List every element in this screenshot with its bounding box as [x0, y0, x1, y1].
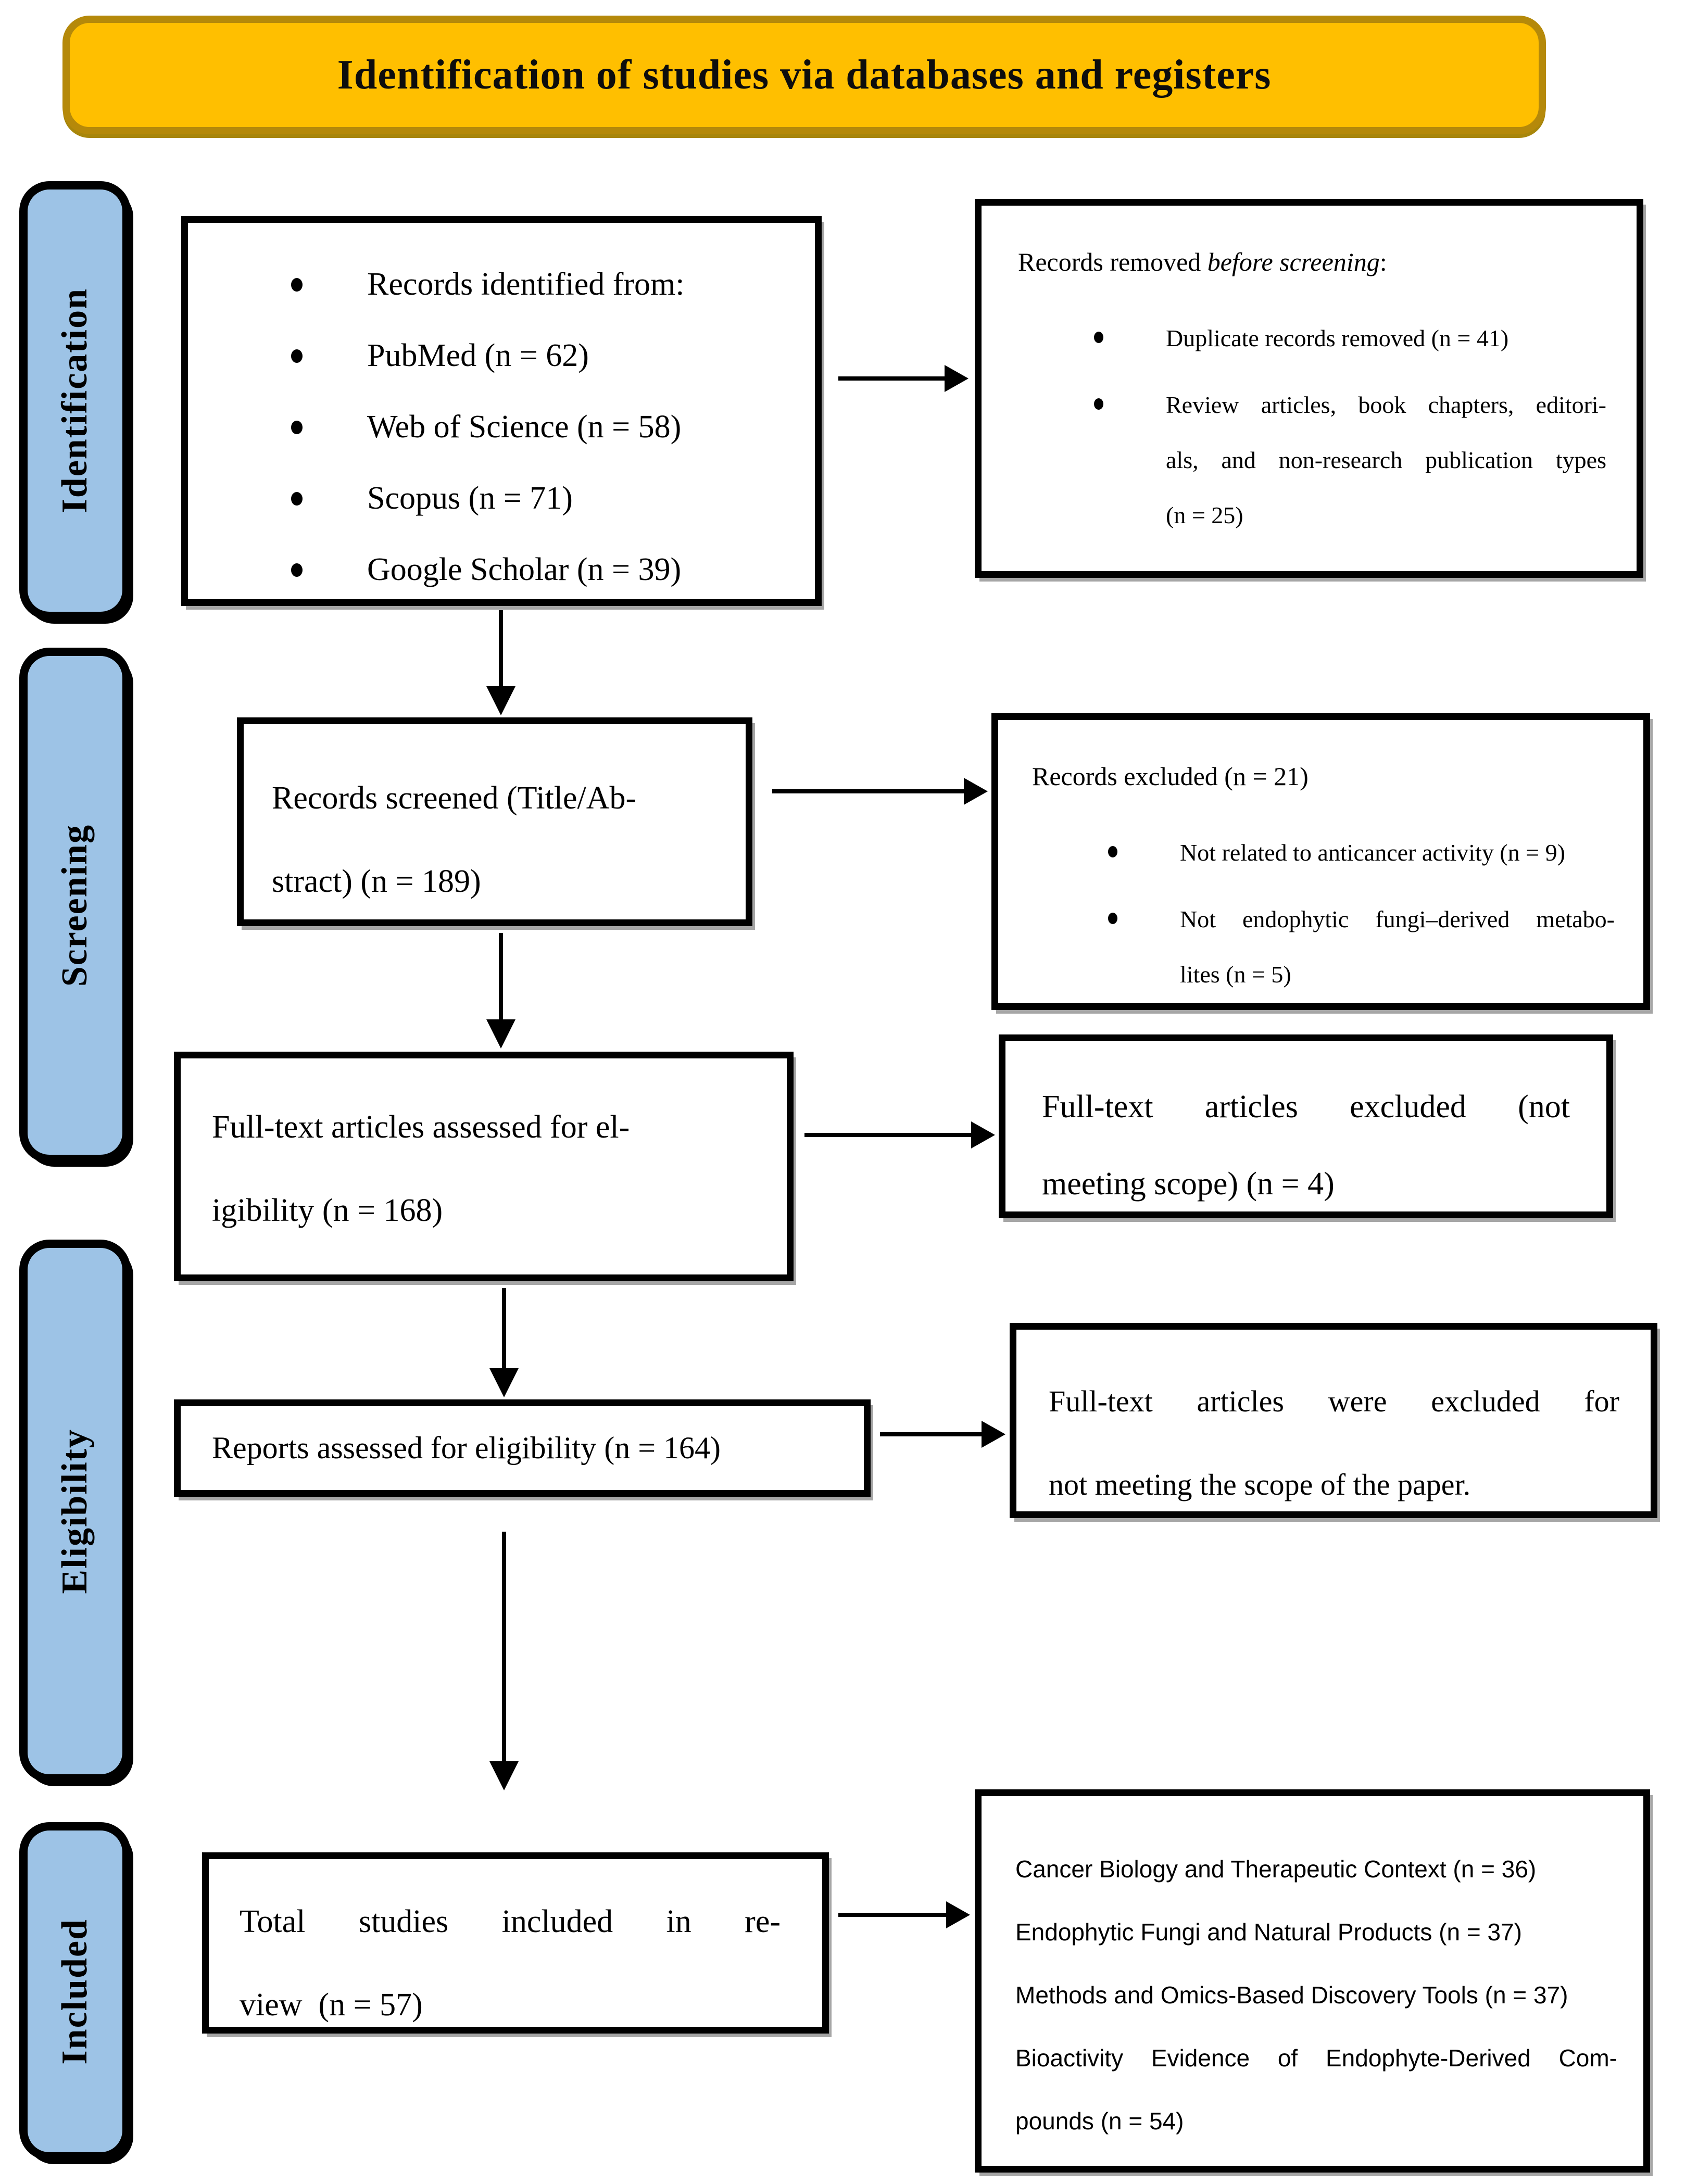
bullet-icon	[291, 563, 303, 577]
side-box-header: Records excluded (n = 21)	[1032, 762, 1309, 791]
bullet-text: Records identified from:	[367, 267, 685, 302]
list-item: Scopus (n = 71)	[188, 463, 799, 534]
bullet-text: PubMed (n = 62)	[367, 338, 589, 373]
text-line: Reports assessed for eligibility (n = 16…	[212, 1431, 721, 1465]
flow-box-records-identified: Records identified from: PubMed (n = 62)…	[181, 216, 822, 606]
bullet-icon	[1108, 846, 1117, 857]
stage-label: Included	[55, 1918, 95, 2065]
bullet-icon	[291, 349, 303, 363]
stage-label: Identification	[55, 288, 95, 513]
diagram-title: Identification of studies via databases …	[337, 52, 1272, 98]
side-box-fulltext-excluded: Full-text articles excluded (not meeting…	[999, 1034, 1613, 1218]
arrow-total-to-categories-line	[838, 1913, 947, 1917]
text-line: not meeting the scope of the paper.	[1049, 1468, 1471, 1501]
text-line: Not endophytic fungi–derived metabo-	[1180, 906, 1615, 932]
list-item: PubMed (n = 62)	[188, 320, 799, 392]
flow-box-records-screened: Records screened (Title/Ab- stract) (n =…	[237, 717, 752, 926]
list-item: Not related to anticancer activity (n = …	[1032, 825, 1615, 880]
arrow-total-to-categories-head-icon	[946, 1901, 970, 1928]
stage-label: Screening	[55, 824, 95, 987]
text-line: Records screened (Title/Ab-	[272, 780, 637, 816]
arrow-screened-to-fulltext-head-icon	[486, 1019, 515, 1049]
arrow-fulltext-to-reports-head-icon	[489, 1368, 519, 1397]
arrow-identified-to-removed-line	[838, 376, 946, 381]
text-line: Cancer Biology and Therapeutic Context (…	[1015, 1855, 1537, 1883]
arrow-identified-to-removed-head-icon	[945, 365, 969, 392]
text-line: Full-text articles assessed for el-	[212, 1109, 630, 1145]
side-box-records-excluded: Records excluded (n = 21) Not related to…	[991, 713, 1650, 1010]
bullet-icon	[1094, 332, 1103, 343]
arrow-fulltext-to-ftexcluded-head-icon	[971, 1121, 995, 1148]
stage-included: Included	[19, 1822, 131, 2161]
text-line: stract) (n = 189)	[272, 864, 481, 899]
arrow-screened-to-excluded-line	[772, 789, 965, 793]
bullet-icon	[291, 277, 303, 292]
list-item: Not endophytic fungi–derived metabo- lit…	[1032, 892, 1615, 1002]
text-line: Total studies included in re-	[240, 1904, 781, 1939]
flow-box-total-included: Total studies included in re- view (n = …	[202, 1852, 829, 2034]
bullet-text: Not endophytic fungi–derived metabo- lit…	[1180, 892, 1615, 1002]
flow-box-fulltext-assessed: Full-text articles assessed for el- igib…	[174, 1052, 794, 1281]
text-line: view (n = 57)	[240, 1987, 423, 2023]
text-line: Full-text articles were excluded for	[1049, 1384, 1619, 1418]
header-italic-text: before screening	[1207, 247, 1380, 276]
arrow-identified-to-screened-head-icon	[486, 686, 515, 715]
header-text: Records removed	[1018, 247, 1208, 276]
text-line: Review articles, book chapters, editori-	[1166, 392, 1606, 418]
list-item: Google Scholar (n = 39)	[188, 534, 799, 605]
arrow-screened-to-excluded-head-icon	[964, 778, 988, 805]
text-line: Bioactivity Evidence of Endophyte-Derive…	[1015, 2044, 1617, 2072]
arrow-reports-to-repexcluded-line	[880, 1432, 983, 1436]
arrow-fulltext-to-reports-line	[502, 1288, 506, 1370]
text-line: Endophytic Fungi and Natural Products (n…	[1015, 1918, 1522, 1946]
stage-label: Eligibility	[55, 1428, 95, 1594]
list-item: Duplicate records removed (n = 41)	[1018, 311, 1606, 366]
flow-box-reports-assessed: Reports assessed for eligibility (n = 16…	[174, 1399, 871, 1497]
title-banner: Identification of studies via databases …	[62, 16, 1546, 134]
arrow-reports-to-total-head-icon	[489, 1761, 519, 1790]
arrow-fulltext-to-ftexcluded-line	[804, 1133, 972, 1137]
text-line: als, and non-research publication types	[1166, 447, 1606, 473]
text-line: Full-text articles excluded (not	[1042, 1089, 1570, 1125]
side-box-included-categories: Cancer Biology and Therapeutic Context (…	[975, 1789, 1650, 2173]
text-line: pounds (n = 54)	[1015, 2107, 1184, 2135]
bullet-text: Review articles, book chapters, editori-…	[1166, 377, 1606, 543]
bullet-icon	[1108, 913, 1117, 924]
text-line: igibility (n = 168)	[212, 1193, 443, 1228]
text-line: meeting scope) (n = 4)	[1042, 1166, 1335, 1202]
side-box-records-removed: Records removed before screening: Duplic…	[975, 199, 1643, 578]
stage-identification: Identification	[19, 181, 131, 620]
list-item: Review articles, book chapters, editori-…	[1018, 377, 1606, 543]
text-line: Methods and Omics-Based Discovery Tools …	[1015, 1981, 1568, 2009]
bullet-text: Not related to anticancer activity (n = …	[1180, 839, 1565, 866]
side-box-reports-excluded: Full-text articles were excluded for not…	[1010, 1323, 1657, 1518]
bullet-icon	[291, 491, 303, 506]
header-text: :	[1379, 247, 1387, 276]
arrow-reports-to-total-line	[502, 1532, 506, 1763]
bullet-icon	[1094, 398, 1103, 410]
list-item: Records identified from:	[188, 249, 799, 320]
arrow-reports-to-repexcluded-head-icon	[982, 1421, 1005, 1448]
side-box-header: Records removed before screening:	[1018, 238, 1606, 286]
arrow-screened-to-fulltext-line	[499, 933, 503, 1021]
bullet-text: Duplicate records removed (n = 41)	[1166, 325, 1509, 351]
stage-eligibility: Eligibility	[19, 1240, 131, 1783]
text-line: lites (n = 5)	[1180, 961, 1291, 988]
stage-screening: Screening	[19, 648, 131, 1163]
list-item: Web of Science (n = 58)	[188, 392, 799, 463]
bullet-text: Web of Science (n = 58)	[367, 409, 682, 445]
text-line: (n = 25)	[1166, 502, 1243, 528]
bullet-text: Google Scholar (n = 39)	[367, 552, 682, 587]
bullet-icon	[291, 420, 303, 434]
arrow-identified-to-screened-line	[499, 610, 503, 688]
bullet-text: Scopus (n = 71)	[367, 481, 573, 516]
